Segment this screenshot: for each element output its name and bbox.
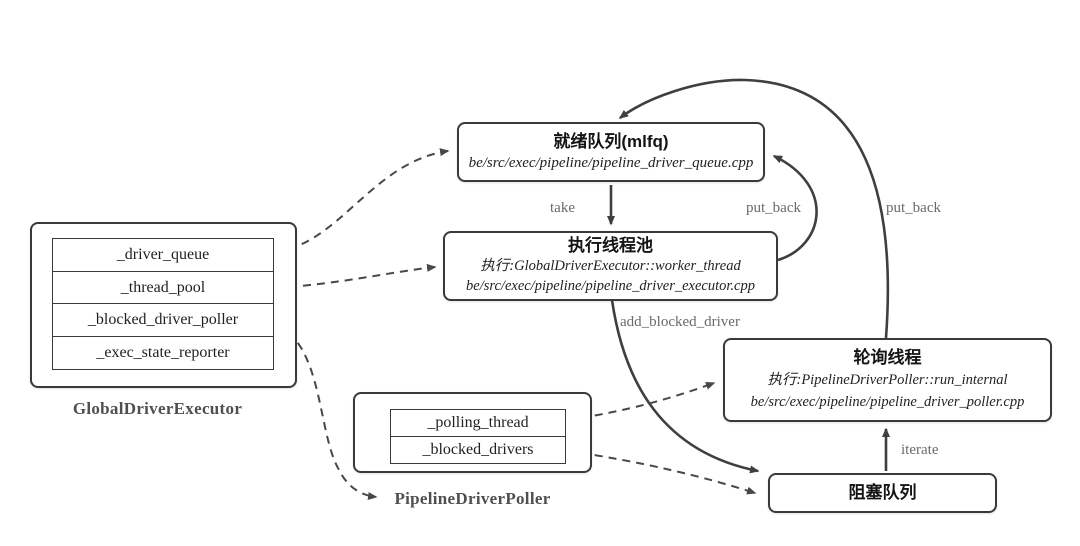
executor-pool-title: 执行线程池 [568,236,653,256]
poller-thread-exec: 执行:PipelineDriverPoller::run_internal [767,372,1008,389]
node-ready-queue: 就绪队列(mlfq) be/src/exec/pipeline/pipeline… [457,122,765,182]
edge-label-put-back-poller: put_back [886,200,941,216]
edge-label-take: take [550,200,575,216]
node-blocked-queue: 阻塞队列 [768,473,997,513]
edge-driver-queue-ref-arrow [274,148,450,253]
field-blocked-driver-poller: _blocked_driver_poller [52,303,274,338]
executor-pool-source-path: be/src/exec/pipeline/pipeline_driver_exe… [466,278,755,295]
global-driver-executor-label: GlobalDriverExecutor [72,399,243,418]
field-thread-pool-label: _thread_pool [120,278,206,296]
field-polling-thread: _polling_thread [390,409,566,437]
field-driver-queue: _driver_queue [52,238,274,272]
edge-blocked-drivers-ref-arrow [566,450,757,495]
executor-pool-exec: 执行:GlobalDriverExecutor::worker_thread [480,258,741,275]
node-executor-thread-pool: 执行线程池 执行:GlobalDriverExecutor::worker_th… [443,231,778,301]
edge-put-back-from-poller-arrow [618,78,890,339]
pipeline-driver-poller-fields: _polling_thread _blocked_drivers [390,409,566,464]
field-exec-state-reporter: _exec_state_reporter [52,335,274,370]
ready-queue-source-path: be/src/exec/pipeline/pipeline_driver_que… [468,154,754,171]
poller-thread-source-path: be/src/exec/pipeline/pipeline_driver_pol… [750,394,1025,411]
field-blocked-drivers-label: _blocked_drivers [422,440,534,458]
field-blocked-drivers: _blocked_drivers [390,435,566,464]
edge-blocked-driver-poller-ref-arrow [275,325,378,500]
field-blocked-driver-poller-label: _blocked_driver_poller [87,311,239,329]
edge-label-add-blocked-driver: add_blocked_driver [620,314,740,330]
blocked-queue-title: 阻塞队列 [848,482,917,502]
edge-add-blocked-driver-arrow [610,299,760,474]
edge-label-put-back-executor: put_back [746,200,801,216]
edge-put-back-from-executor-arrow [772,154,818,262]
edge-thread-pool-ref-arrow [274,263,437,289]
node-poller-thread: 轮询线程 执行:PipelineDriverPoller::run_intern… [723,338,1052,422]
poller-thread-title: 轮询线程 [853,348,922,368]
field-exec-state-reporter-label: _exec_state_reporter [96,343,230,361]
field-thread-pool: _thread_pool [52,270,274,305]
edge-label-iterate: iterate [901,442,939,458]
global-driver-executor-fields: _driver_queue _thread_pool _blocked_driv… [52,238,274,370]
field-driver-queue-label: _driver_queue [116,246,210,263]
pipeline-driver-poller-label: PipelineDriverPoller [394,489,551,508]
ready-queue-title: 就绪队列(mlfq) [553,131,669,151]
field-polling-thread-label: _polling_thread [427,414,529,431]
